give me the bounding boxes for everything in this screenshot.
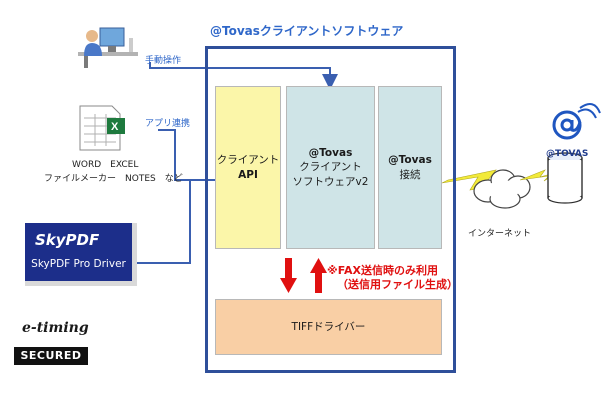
fax-up-arrow <box>310 258 327 293</box>
internet-label: インターネット <box>468 229 532 239</box>
skypdf-sub-label: SkyPDF Pro Driver <box>31 258 126 270</box>
apps-line1: WORD EXCEL <box>72 160 139 170</box>
skypdf-logo: SkyPDF <box>35 231 100 249</box>
fax-down-arrow <box>280 258 297 293</box>
manual-operation-label: 手動操作 <box>145 56 182 66</box>
apps-line2: ファイルメーカー NOTES など <box>44 174 183 184</box>
client-api-line2: API <box>238 168 258 181</box>
svg-text:X: X <box>111 121 119 133</box>
fax-note: ※FAX送信時のみ利用 （送信用ファイル生成） <box>327 264 458 293</box>
tovas-connect-box: @Tovas 接続 <box>378 86 442 249</box>
tovas-connect-line2: 接続 <box>399 168 421 181</box>
person-icon <box>78 27 138 68</box>
etiming-logo: e-timing <box>22 320 89 336</box>
fax-note-line2: （送信用ファイル生成） <box>337 278 458 292</box>
client-software-line1: @Tovas <box>308 147 353 160</box>
skypdf-driver-panel: SkyPDF SkyPDF Pro Driver <box>25 223 137 286</box>
secured-badge: SECURED <box>14 347 88 365</box>
client-software-line2: クライアント <box>299 161 362 174</box>
tovas-at-logo <box>552 103 601 140</box>
app-link-label: アプリ連携 <box>145 119 191 129</box>
fax-note-line1: ※FAX送信時のみ利用 <box>327 264 438 277</box>
tovas-connect-line1: @Tovas <box>388 154 432 167</box>
skypdf-connector <box>137 179 215 264</box>
manual-connector <box>149 62 338 90</box>
frame-title: @Tovasクライアントソフトウェア <box>210 24 404 38</box>
client-software-line3: ソフトウェアv2 <box>292 175 369 188</box>
spreadsheet-icon: X <box>79 105 125 151</box>
tovas-label: @TOVAS <box>546 149 589 159</box>
tiff-driver-label: TIFFドライバー <box>291 320 366 333</box>
tiff-driver-box: TIFFドライバー <box>215 299 442 355</box>
tovas-server <box>547 152 583 204</box>
internet-cloud <box>473 169 531 209</box>
client-software-frame <box>205 46 456 373</box>
client-api-line1: クライアント <box>216 154 280 167</box>
client-software-box: @Tovas クライアント ソフトウェアv2 <box>286 86 375 249</box>
client-api-box: クライアント API <box>215 86 281 249</box>
